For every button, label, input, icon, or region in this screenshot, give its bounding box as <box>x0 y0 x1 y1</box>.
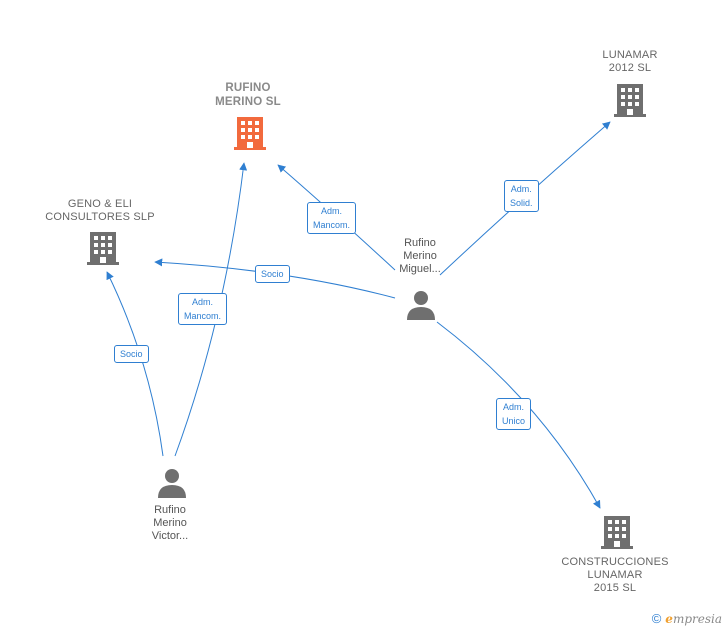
edge-label-miguel-construcciones: Adm. Unico <box>496 398 532 430</box>
edge-victor-to-geno-eli <box>106 271 164 457</box>
edge-label-victor-rufino-sl: Adm. Mancom. <box>178 293 228 325</box>
edge-label-miguel-rufino-sl: Adm. Mancom. <box>307 202 357 234</box>
node-label-rufino-merino-sl[interactable]: RUFINO MERINO SL <box>215 82 281 108</box>
building-icon <box>234 117 266 150</box>
copyright-icon: © <box>651 611 662 626</box>
edge-label-miguel-geno-eli: Socio <box>255 265 290 283</box>
building-icon <box>601 516 633 549</box>
edge-label-miguel-lunamar-2012: Adm. Solid. <box>504 180 539 212</box>
node-label-lunamar-2012[interactable]: LUNAMAR 2012 SL <box>602 49 658 74</box>
node-label-rufino-victor[interactable]: Rufino Merino Victor... <box>151 504 189 542</box>
building-icon <box>87 232 119 265</box>
brand-logo: empresia <box>665 611 722 626</box>
node-label-rufino-miguel[interactable]: Rufino Merino Miguel... <box>399 237 441 275</box>
node-label-construcciones-lunamar[interactable]: CONSTRUCCIONES LUNAMAR 2015 SL <box>561 556 669 594</box>
edge-label-victor-geno-eli: Socio <box>114 345 149 363</box>
brand-footer: © empresia <box>652 611 722 626</box>
node-label-geno-eli[interactable]: GENO & ELI CONSULTORES SLP <box>45 198 155 223</box>
person-icon <box>158 469 186 498</box>
person-icon <box>407 291 435 320</box>
building-icon <box>614 84 646 117</box>
